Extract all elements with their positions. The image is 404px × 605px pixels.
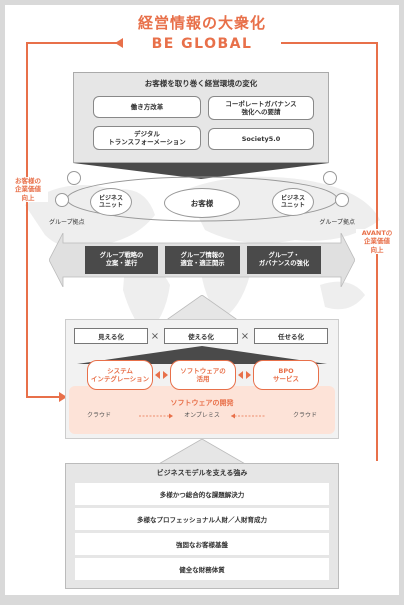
business-model-title: ビジネスモデルを支える強み xyxy=(156,469,248,477)
service-label: BPO サービス xyxy=(273,366,299,383)
environment-title: お客様を取り巻く経営環境の変化 xyxy=(144,78,258,88)
software-dev-title: ソフトウェアの開発 xyxy=(170,399,234,407)
left-node-top xyxy=(67,171,81,185)
env-item-society5: Society5.0 xyxy=(208,128,314,150)
value-label: 任せる化 xyxy=(278,333,304,341)
group-function-disclosure: グループ情報の 適宜・適正開示 xyxy=(165,246,240,274)
env-item-label: デジタル トランスフォーメーション xyxy=(108,129,186,146)
customer-node: お客様 xyxy=(164,188,240,218)
up-arrow-light xyxy=(165,295,239,321)
strength-financial: 健全な財務体質 xyxy=(75,558,329,580)
left-node-mid xyxy=(55,193,69,207)
group-function-governance: グループ・ ガバナンスの強化 xyxy=(247,246,321,274)
software-dev-area xyxy=(69,386,335,434)
service-software-utilization: ソフトウェアの 活用 xyxy=(170,360,236,390)
right-business-unit-label: ビジネス ユニット xyxy=(280,194,305,209)
service-label: ソフトウェアの 活用 xyxy=(180,366,226,383)
group-function-label: グループ・ ガバナンスの強化 xyxy=(258,251,310,267)
left-group-base-label: グループ拠点 xyxy=(49,219,85,226)
cloud-left-label: クラウド xyxy=(87,412,112,419)
strength-problem-solving: 多様かつ総合的な課題解決力 xyxy=(75,483,329,505)
up-arrow-bottom xyxy=(157,439,247,465)
right-node-mid xyxy=(335,193,349,207)
page-title: 経営情報の大衆化 xyxy=(137,13,266,32)
group-function-label: グループ戦略の 立案・遂行 xyxy=(99,251,144,267)
value-label: 使える化 xyxy=(188,333,214,341)
service-bpo: BPO サービス xyxy=(253,360,319,390)
page-subtitle: BE GLOBAL xyxy=(151,36,253,52)
env-item-governance: コーポレートガバナンス 強化への要請 xyxy=(208,96,314,120)
env-item-dx: デジタル トランスフォーメーション xyxy=(93,126,201,150)
strength-label: 健全な財務体質 xyxy=(179,566,225,574)
right-node-top xyxy=(323,171,337,185)
left-business-unit: ビジネス ユニット xyxy=(90,188,132,216)
separator-x-2: × xyxy=(240,330,250,342)
env-item-work-style-reform: 働き方改革 xyxy=(93,96,201,118)
strength-label: 強固なお客様基盤 xyxy=(176,541,228,549)
service-label: システム インテグレーション xyxy=(90,366,150,383)
service-system-integration: システム インテグレーション xyxy=(87,360,153,390)
strength-label: 多様なプロフェッショナル人財／人財育成力 xyxy=(137,516,267,524)
value-label: 見える化 xyxy=(98,333,124,341)
env-item-label: Society5.0 xyxy=(241,134,281,143)
value-delegate: 任せる化 xyxy=(254,328,328,344)
orange-loop-arrows xyxy=(26,38,378,461)
page: 経営情報の大衆化 BE GLOBAL お客様の 企業価値 向上 AVANTの 企… xyxy=(5,5,399,595)
customer-value-label: お客様の 企業価値 向上 xyxy=(8,177,48,203)
left-business-unit-label: ビジネス ユニット xyxy=(98,194,123,209)
dev-span-arrows xyxy=(139,413,265,419)
env-item-label: 働き方改革 xyxy=(130,102,164,111)
strength-professionals: 多様なプロフェッショナル人財／人財育成力 xyxy=(75,508,329,530)
avant-value-label: AVANTの 企業価値 向上 xyxy=(356,229,398,255)
strength-label: 多様かつ総合的な課題解決力 xyxy=(159,491,245,499)
value-visualize: 見える化 xyxy=(74,328,148,344)
strength-customer-base: 強固なお客様基盤 xyxy=(75,533,329,555)
right-group-base-label: グループ拠点 xyxy=(319,219,355,226)
roof-shape xyxy=(77,346,327,364)
cloud-right-label: クラウド xyxy=(292,412,317,419)
down-arrow-dark xyxy=(73,163,329,179)
group-function-label: グループ情報の 適宜・適正開示 xyxy=(180,251,225,267)
env-item-label: コーポレートガバナンス 強化への要請 xyxy=(225,99,297,116)
service-arrows xyxy=(155,371,251,379)
right-business-unit: ビジネス ユニット xyxy=(272,188,314,216)
onpremise-label: オンプレミス xyxy=(184,412,220,419)
group-function-strategy: グループ戦略の 立案・遂行 xyxy=(85,246,158,274)
value-usable: 使える化 xyxy=(164,328,238,344)
customer-node-label: お客様 xyxy=(190,198,214,208)
separator-x-1: × xyxy=(150,330,160,342)
